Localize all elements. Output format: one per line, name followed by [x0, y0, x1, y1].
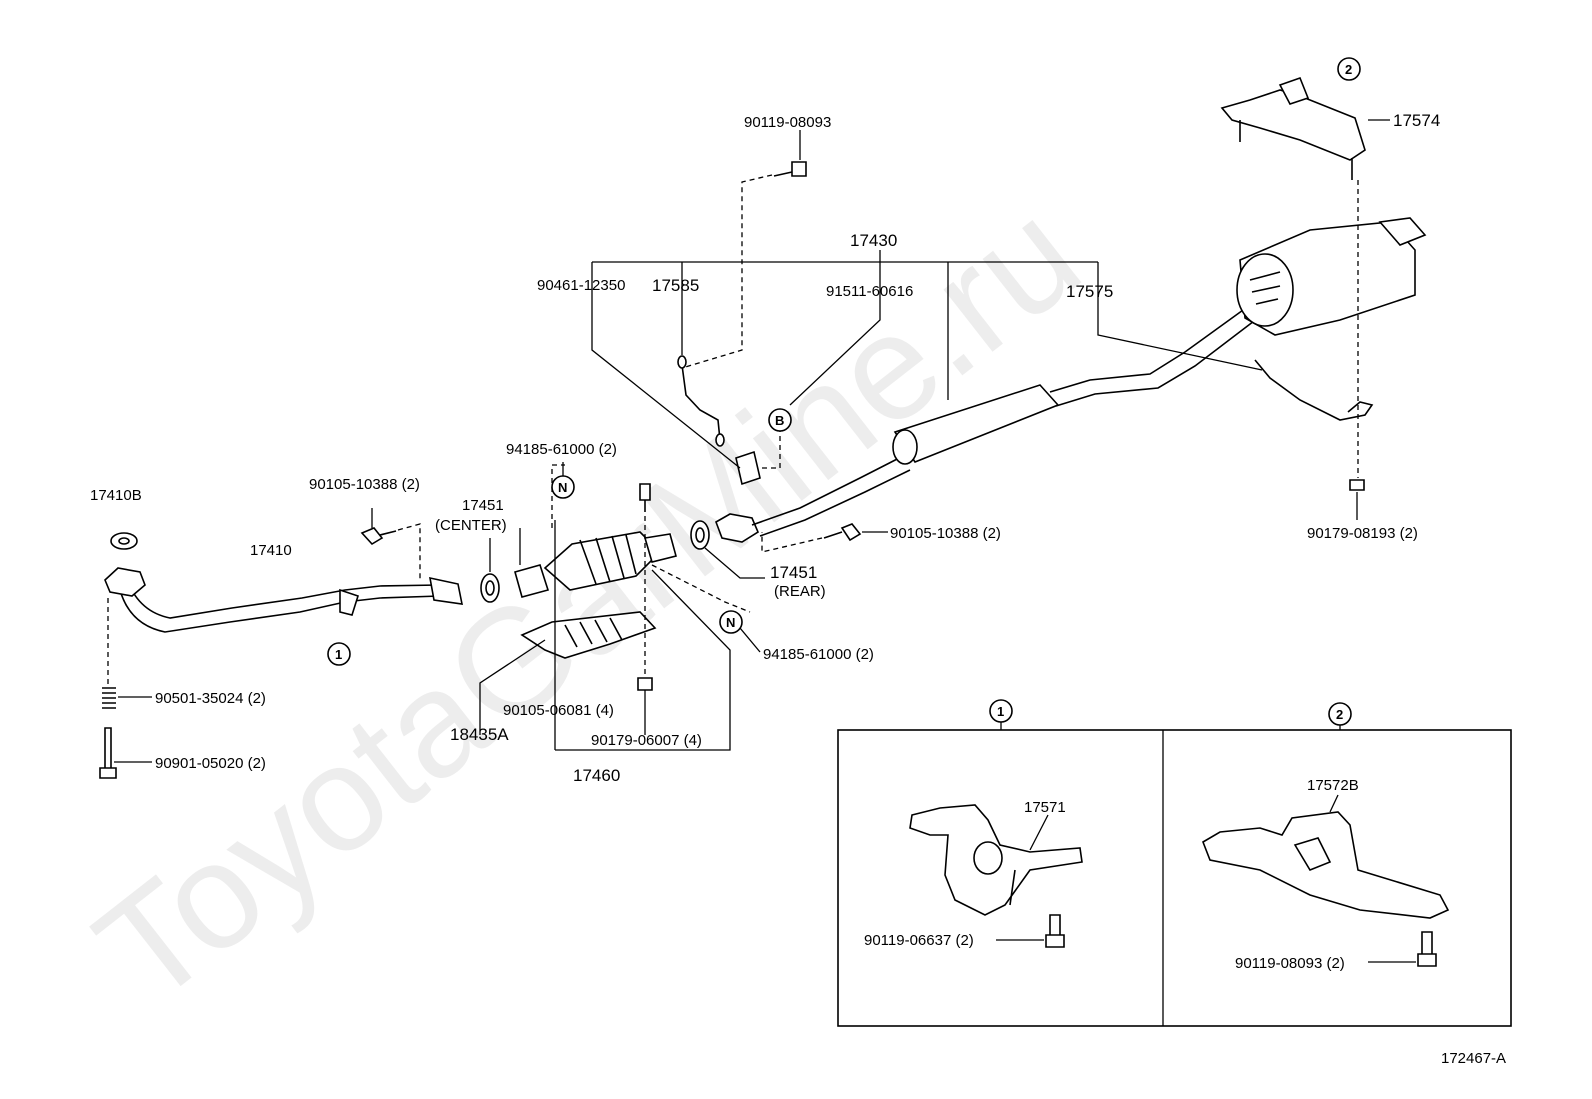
bolt-90119-08093-b — [1421, 931, 1433, 957]
bolt-90105-a — [360, 527, 384, 546]
label-17460: 17460 — [573, 766, 620, 785]
front-pipe — [104, 567, 464, 633]
label-90105-10388-a: 90105-10388 (2) — [309, 476, 420, 493]
bolt-90901 — [104, 727, 112, 771]
marker-2-main — [1337, 57, 1361, 81]
label-90105-10388-b: 90105-10388 (2) — [890, 525, 1001, 542]
label-17410: 17410 — [250, 542, 292, 559]
hanger-strap — [1254, 359, 1374, 421]
bolt-90105-06081 — [639, 483, 651, 501]
center-pipe — [715, 304, 1259, 543]
bracket-17574 — [1220, 76, 1366, 180]
label-90119-06637: 90119-06637 (2) — [864, 932, 974, 949]
marker-2-detail — [1328, 702, 1352, 726]
label-90119-08093-top: 90119-08093 — [744, 114, 831, 131]
marker-n-top-text: N — [558, 480, 567, 495]
label-90461-12350: 90461-12350 — [537, 277, 625, 294]
label-17574: 17574 — [1393, 111, 1440, 130]
label-94185-top: 94185-61000 (2) — [506, 441, 617, 458]
label-90179-06007: 90179-06007 (4) — [591, 732, 702, 749]
marker-b-text: B — [775, 413, 784, 428]
bracket-17571 — [909, 804, 1083, 916]
marker-b — [768, 408, 792, 432]
sensor-boss — [735, 450, 761, 486]
nut-90179-08193 — [1349, 479, 1365, 491]
label-17451-center: 17451 — [462, 497, 504, 514]
label-90179-08193: 90179-08193 (2) — [1307, 525, 1418, 542]
marker-1-detail — [989, 699, 1013, 723]
label-17572b: 17572B — [1307, 777, 1359, 794]
label-17430: 17430 — [850, 231, 897, 250]
marker-2-main-text: 2 — [1345, 62, 1352, 77]
bolt-90119-06637 — [1049, 914, 1061, 938]
marker-2-detail-text: 2 — [1336, 707, 1343, 722]
label-17585: 17585 — [652, 276, 699, 295]
label-94185-bottom: 94185-61000 (2) — [763, 646, 874, 663]
nut-90179-06007 — [637, 677, 653, 691]
label-91511-60616: 91511-60616 — [826, 283, 913, 300]
label-17571: 17571 — [1024, 799, 1066, 816]
bolt-90119-08093-top — [791, 161, 807, 177]
label-17410b: 17410B — [90, 487, 142, 504]
marker-1-main-text: 1 — [335, 647, 342, 662]
oxygen-sensor — [681, 364, 721, 441]
label-18435a: 18435A — [450, 725, 509, 744]
label-17575: 17575 — [1066, 282, 1113, 301]
bracket-17572b — [1202, 811, 1450, 919]
marker-1-main — [327, 642, 351, 666]
marker-n-bottom — [719, 610, 743, 634]
watermark: ToyotaGarMine.ru — [66, 169, 1109, 1035]
label-17451-center-sub: (CENTER) — [435, 517, 507, 534]
label-90105-06081: 90105-06081 (4) — [503, 702, 614, 719]
bolt-90105-b — [840, 523, 862, 542]
diagram-id: 172467-A — [1441, 1050, 1506, 1067]
label-17451-rear-sub: (REAR) — [774, 583, 826, 600]
detail-box — [837, 722, 1512, 1027]
marker-n-bottom-text: N — [726, 615, 735, 630]
label-90901-05020: 90901-05020 (2) — [155, 755, 266, 772]
label-90501-35024: 90501-35024 (2) — [155, 690, 266, 707]
label-17451-rear: 17451 — [770, 563, 817, 582]
catalytic-converter — [514, 531, 677, 598]
marker-1-detail-text: 1 — [997, 704, 1004, 719]
spring — [102, 687, 116, 709]
label-90119-08093-b: 90119-08093 (2) — [1235, 955, 1345, 972]
muffler — [1236, 217, 1427, 336]
